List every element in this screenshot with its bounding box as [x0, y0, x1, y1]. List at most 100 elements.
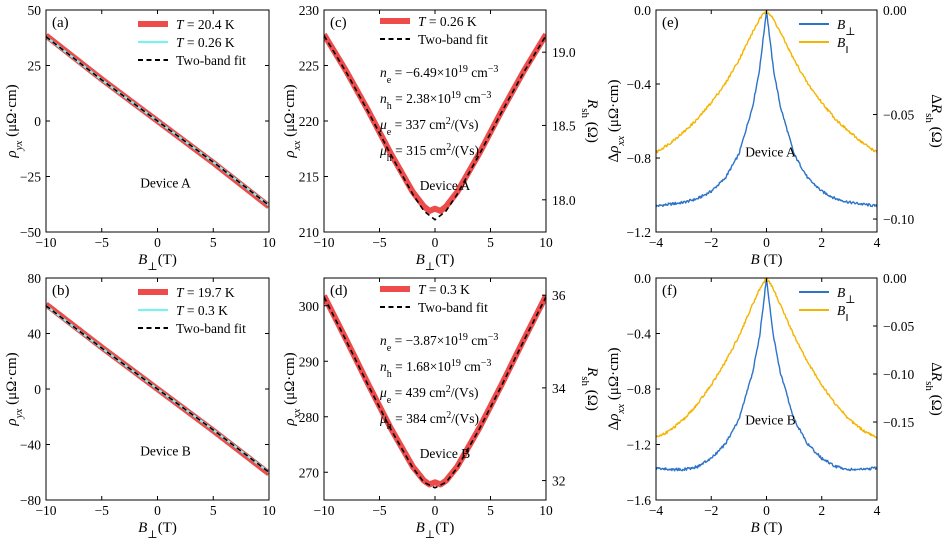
legend-entry: Two-band fit	[176, 321, 246, 336]
label-symbol: B	[416, 520, 425, 536]
label-symbol: B	[138, 520, 147, 536]
x-tick-label: 10	[539, 503, 553, 518]
label-symbol: B	[416, 252, 425, 268]
device-label: Device A	[420, 178, 471, 193]
param-value: = 315 cm	[392, 143, 447, 158]
label-subscript: yx	[13, 141, 25, 152]
label-unit: (μΩ·cm)	[4, 352, 20, 408]
series-line-orange	[656, 10, 877, 154]
legend-text-part: Two-band fit	[176, 321, 246, 336]
series-line-dashed	[46, 305, 269, 473]
label-symbol: R	[928, 103, 944, 113]
legend-text-part: = 0.26 K	[184, 35, 235, 50]
device-label: Device A	[745, 145, 796, 160]
plot-area	[324, 294, 546, 489]
legend-entry: B⊥	[837, 17, 856, 38]
label-subscript: ⊥	[147, 261, 157, 273]
legend-symbol: B	[837, 17, 845, 32]
param-subscript: e	[387, 127, 392, 138]
label-symbol: ρ	[4, 150, 20, 158]
x-tick-label: 0	[154, 503, 161, 518]
legend-symbol: T	[176, 285, 185, 300]
device-label: Device A	[140, 176, 191, 191]
plot-area	[46, 33, 269, 209]
right-axis-label: Rsh (Ω)	[579, 98, 600, 143]
legend-subscript: ‖	[845, 312, 848, 324]
right-tick-label: −0.05	[883, 319, 914, 334]
param-unit-exponent: −3	[488, 64, 499, 75]
param-value: = 1.68×10	[392, 359, 451, 374]
panel-label: (b)	[52, 283, 70, 299]
param-unit: cm	[461, 91, 481, 106]
label-unit: (T)	[435, 520, 454, 536]
y-tick-label: 0	[34, 382, 41, 397]
param-subscript: h	[387, 101, 392, 112]
label-unit: (μΩ·cm)	[606, 348, 622, 404]
param-symbol: n	[380, 333, 387, 348]
label-subscript: xx	[291, 141, 303, 152]
label-subscript: yx	[13, 409, 25, 420]
legend-text-part: Two-band fit	[418, 300, 488, 315]
series-line-dashed	[324, 35, 546, 221]
legend-entry: T = 0.26 K	[176, 35, 235, 50]
x-tick-label: 2	[818, 503, 825, 518]
x-tick-label: −10	[313, 503, 334, 518]
y-tick-label: 0.0	[634, 271, 651, 286]
right-tick-label: −0.10	[883, 367, 914, 382]
label-symbol: ρ	[282, 418, 298, 426]
fit-param-muh: μh = 315 cm2/(Vs)	[379, 142, 479, 164]
param-exponent: 2	[446, 142, 451, 153]
label-subscript: ⊥	[425, 529, 435, 541]
y-tick-label: 50	[28, 3, 42, 18]
legend-entry: T = 19.7 K	[176, 285, 235, 300]
right-axis-label: ΔRsh (Ω)	[923, 94, 944, 148]
right-tick-label: −0.10	[883, 212, 914, 227]
label-unit: (T)	[760, 252, 783, 268]
param-unit: cm	[468, 333, 488, 348]
label-unit: (T)	[435, 252, 454, 268]
param-unit-exponent: −3	[488, 332, 499, 343]
param-symbol: n	[380, 91, 387, 106]
y-tick-label: 300	[299, 299, 320, 314]
right-axis-label: ΔRsh (Ω)	[923, 362, 944, 416]
legend-symbol: B	[837, 285, 845, 300]
label-symbol: R	[584, 366, 600, 376]
label-symbol: ρ	[282, 150, 298, 158]
legend-text-part: = 0.3 K	[184, 303, 229, 318]
x-tick-label: −5	[95, 503, 110, 518]
x-tick-label: 2	[818, 235, 825, 250]
y-axis-label: Δρxx (μΩ·cm)	[606, 80, 627, 163]
param-symbol: μ	[379, 385, 387, 400]
param-value: = 2.38×10	[392, 91, 451, 106]
y-tick-label: −1.2	[627, 438, 652, 453]
x-tick-label: 0	[432, 503, 439, 518]
label-subscript: ⊥	[147, 529, 157, 541]
param-unit: cm	[468, 65, 488, 80]
y-axis-label: ρyx (μΩ·cm)	[4, 352, 25, 426]
label-symbol: B	[138, 252, 147, 268]
y-tick-label: 40	[28, 327, 42, 342]
x-tick-label: 10	[262, 235, 276, 250]
label-subscript: sh	[923, 381, 935, 391]
param-exponent: 19	[458, 332, 468, 343]
y-tick-label: 215	[299, 170, 320, 185]
label-prefix: Δ	[928, 94, 944, 104]
label-unit: (μΩ·cm)	[606, 80, 622, 136]
legend-entry: B‖	[837, 303, 848, 324]
param-unit: cm	[461, 359, 481, 374]
y-tick-label: −50	[20, 225, 41, 240]
plot-area	[46, 301, 269, 477]
legend-text-part: = 0.3 K	[426, 282, 471, 297]
x-tick-label: −5	[95, 235, 110, 250]
x-tick-label: −5	[372, 235, 387, 250]
label-subscript: sh	[923, 113, 935, 123]
label-unit: (μΩ·cm)	[4, 84, 20, 140]
right-tick-label: 36	[552, 288, 566, 303]
y-axis-label: ρxx (μΩ·cm)	[282, 84, 303, 158]
legend-entry: T = 0.3 K	[176, 303, 228, 318]
